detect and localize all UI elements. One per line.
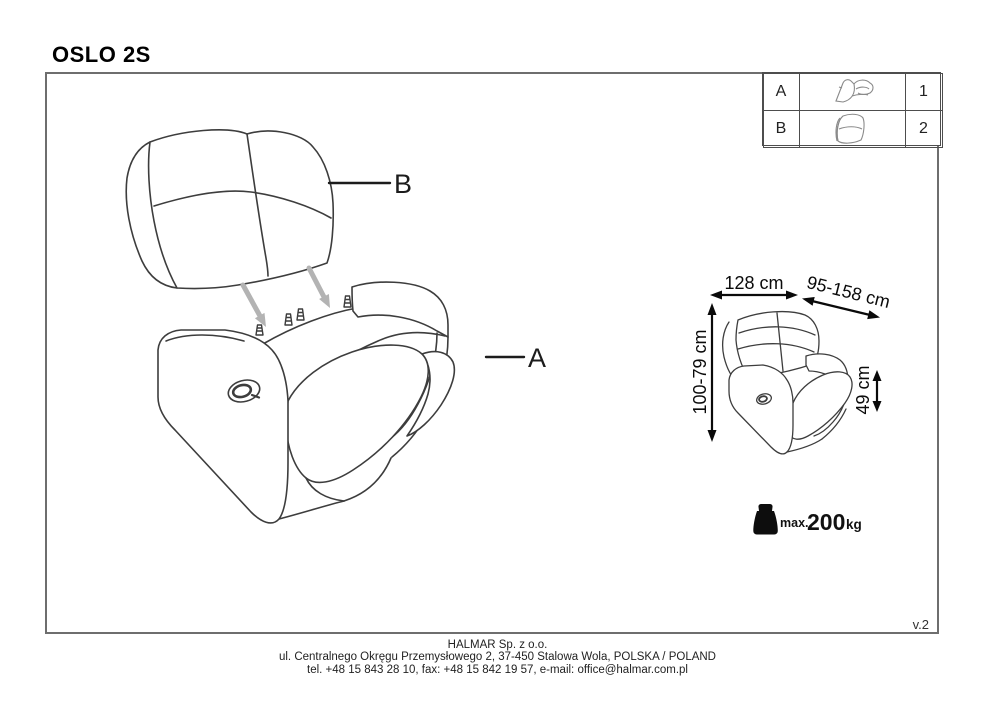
right-armrest-band: [351, 281, 449, 338]
part-icon-cell: [798, 72, 906, 111]
weight-limit: max. 200 kg: [753, 503, 862, 535]
height-value: 100-79 cm: [690, 329, 710, 414]
backrest-mid-seam: [153, 190, 332, 219]
backrest-drawing: [125, 129, 335, 290]
version-label: v.2: [913, 617, 929, 632]
left-armrest: [157, 329, 289, 524]
label-b-callout: B: [327, 169, 412, 199]
assembly-arrows: [240, 265, 330, 327]
weight-prefix: max.: [780, 516, 809, 530]
pin-icon: [343, 295, 352, 308]
part-letter: A: [762, 72, 800, 111]
base-drawing: [157, 281, 456, 524]
mini-skirt-right: [821, 408, 847, 440]
footer-address: ul. Centralnego Okręgu Przemysłowego 2, …: [278, 651, 716, 664]
label-a: A: [528, 343, 546, 373]
left-armrest-top-line: [165, 334, 245, 342]
mini-seam-vertical: [776, 312, 784, 372]
page-title: OSLO 2S: [52, 42, 151, 67]
part-icon-cell: [798, 109, 906, 148]
down-arrow-icon: [240, 282, 266, 327]
width-dimension: 128 cm: [710, 273, 798, 300]
front-panel-line: [305, 477, 345, 502]
weight-value: 200: [807, 509, 845, 535]
depth-dimension: 95-158 cm: [802, 272, 892, 320]
front-skirt-left: [278, 500, 345, 520]
pin-icon: [296, 308, 305, 321]
dimension-sofa-drawing: [722, 310, 853, 455]
parts-table: A 1 B 2: [762, 72, 943, 148]
mini-seam-upper: [738, 326, 816, 336]
label-a-callout: A: [484, 343, 546, 373]
width-value: 128 cm: [724, 273, 783, 293]
sofa-base-icon: [835, 78, 874, 103]
mounting-pins: [255, 295, 352, 336]
footer: HALMAR Sp. z o.o. ul. Centralnego Okręgu…: [0, 639, 995, 676]
mini-skirt-left: [786, 438, 823, 453]
mini-lever-icon: [755, 393, 773, 405]
recliner-lever-icon: [227, 379, 261, 403]
weight-icon: [753, 503, 778, 535]
seat-height-value: 49 cm: [853, 365, 873, 414]
backrest-icon: [835, 113, 865, 144]
part-letter: B: [762, 109, 800, 148]
pin-icon: [255, 324, 264, 336]
backrest-front-face: [147, 129, 335, 290]
backrest-vertical-seam: [246, 133, 269, 277]
part-qty: 2: [904, 109, 943, 148]
mini-seat-cushion: [787, 371, 853, 440]
footer-contact: tel. +48 15 843 28 10, fax: +48 15 842 1…: [307, 663, 688, 676]
seat-cushion-right: [406, 350, 456, 437]
seat-height-dimension: 49 cm: [853, 365, 882, 415]
front-skirt-right: [343, 457, 392, 502]
height-dimension: 100-79 cm: [690, 303, 717, 442]
pin-icon: [284, 313, 293, 326]
assembly-drawing: B: [125, 129, 929, 632]
down-arrow-icon: [306, 265, 330, 308]
mini-left-arm: [728, 364, 794, 455]
footer-company: HALMAR Sp. z o.o.: [447, 639, 548, 651]
depth-value: 95-158 cm: [805, 272, 892, 312]
backrest-side-band: [125, 141, 178, 289]
label-b: B: [394, 169, 412, 199]
part-qty: 1: [904, 72, 943, 111]
weight-unit: kg: [846, 517, 862, 532]
mini-seam-lower: [737, 343, 815, 353]
